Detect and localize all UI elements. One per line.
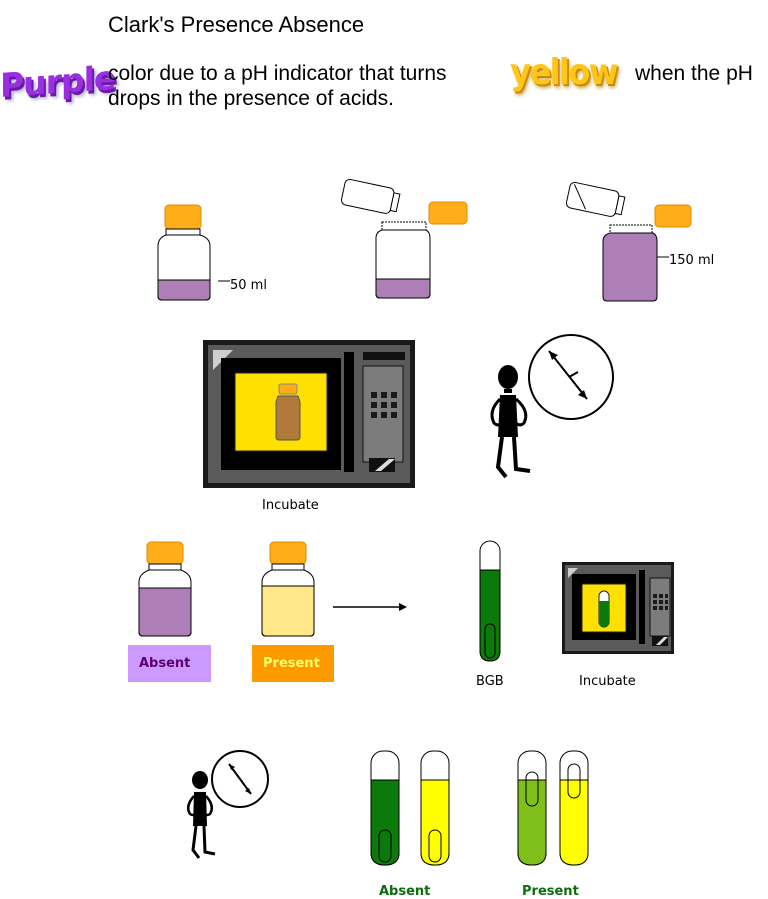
bottle-150ml-icon	[565, 181, 692, 302]
absent-result-label: Absent	[379, 884, 431, 899]
waiting-man-clock-icon	[490, 334, 614, 479]
absent-tube-green-icon	[370, 750, 400, 866]
bottle-pouring-icon	[340, 178, 468, 299]
absent-box: Absent	[128, 645, 211, 682]
present-tube-green-icon	[517, 750, 547, 866]
present-result-label: Present	[522, 884, 579, 899]
bottle-50ml-icon	[157, 204, 211, 301]
absent-tube-yellow-icon	[420, 750, 450, 866]
description-line2: drops in the presence of acids.	[108, 87, 395, 110]
arrow-right-icon	[333, 603, 407, 611]
bottle-yellow-icon	[261, 541, 315, 637]
volume-50ml-label: 50 ml	[230, 278, 267, 293]
present-box: Present	[252, 645, 334, 682]
description-line1-end: when the pH	[635, 62, 753, 85]
bgb-tube-icon	[479, 540, 501, 662]
incubator-small-icon	[562, 562, 674, 654]
description-line1: color due to a pH indicator that turns	[108, 62, 447, 85]
bgb-label: BGB	[476, 674, 504, 689]
waiting-man-clock-small-icon	[186, 750, 269, 859]
page-title: Clark's Presence Absence	[108, 12, 365, 37]
volume-150ml-label: 150 ml	[669, 253, 715, 268]
yellow-wordart: yellow	[510, 52, 618, 93]
bottle-purple-icon	[138, 541, 192, 637]
mark-150ml	[657, 256, 669, 258]
mark-50ml	[218, 280, 230, 282]
present-tube-yellow-icon	[559, 750, 589, 866]
purple-wordart: Purple	[0, 57, 116, 106]
incubator-icon	[203, 340, 415, 488]
incubate-label-2: Incubate	[579, 674, 636, 689]
incubate-label-1: Incubate	[262, 498, 319, 513]
